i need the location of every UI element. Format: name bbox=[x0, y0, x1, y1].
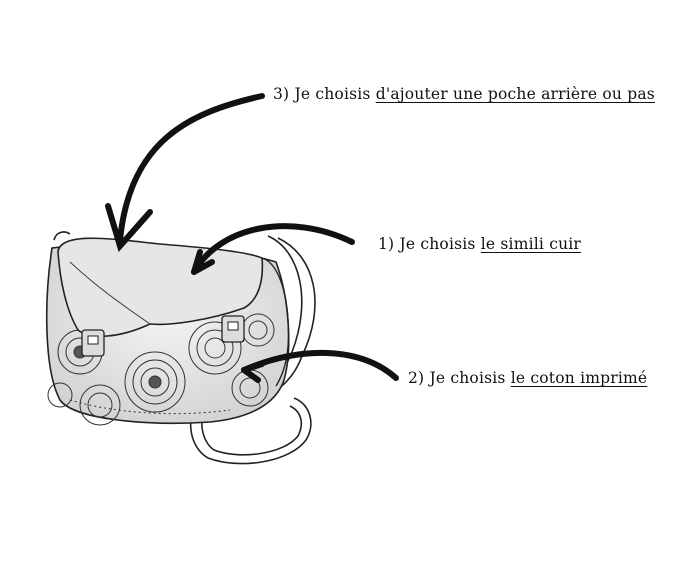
annotation-choice: d'ajouter une poche arrière ou pas bbox=[375, 85, 655, 103]
arrow-back-pocket bbox=[117, 93, 265, 243]
annotation-back-pocket: 3) Je choisis d'ajouter une poche arrièr… bbox=[273, 85, 655, 103]
annotation-number: 2) bbox=[408, 369, 425, 387]
arrow-leather bbox=[191, 223, 355, 275]
annotation-cotton: 2) Je choisis le coton imprimé bbox=[408, 369, 647, 387]
annotation-prefix: Je choisis bbox=[294, 85, 371, 103]
annotation-choice: le coton imprimé bbox=[510, 369, 648, 387]
annotation-number: 3) bbox=[273, 85, 290, 103]
annotation-prefix: Je choisis bbox=[429, 369, 506, 387]
annotation-prefix: Je choisis bbox=[399, 235, 476, 253]
arrows bbox=[105, 93, 399, 383]
annotation-choice: le simili cuir bbox=[480, 235, 582, 253]
side-gusset bbox=[261, 257, 290, 387]
annotation-number: 1) bbox=[378, 235, 395, 253]
annotation-leather: 1) Je choisis le simili cuir bbox=[378, 235, 581, 253]
